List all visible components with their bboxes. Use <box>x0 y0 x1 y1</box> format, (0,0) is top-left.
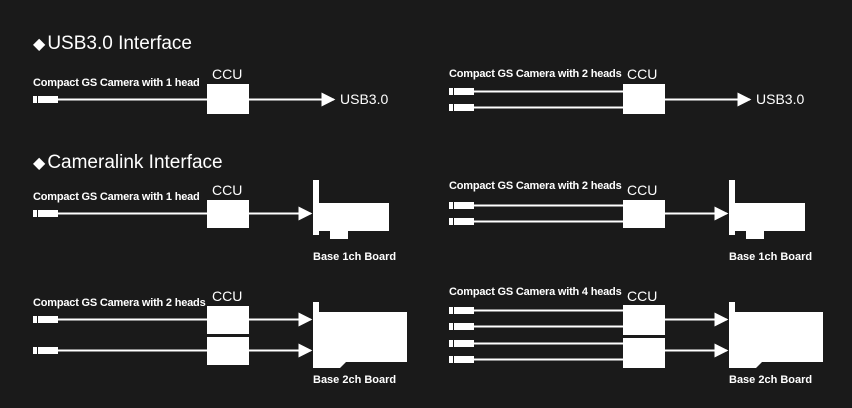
cl-2heads-1ch-ccu-label: CCU <box>627 182 658 198</box>
camera-head-icon <box>449 323 474 330</box>
cl-4heads-board-label: Base 2ch Board <box>729 374 813 386</box>
camera-head-icon <box>449 202 474 209</box>
cl-2heads-1ch-panel <box>449 180 805 239</box>
usb-1head-camera-label: Compact GS Camera with 1 head <box>33 77 200 89</box>
ccu-box <box>623 200 665 228</box>
cl-1head-board-label: Base 1ch Board <box>313 251 397 263</box>
usb-section-title: USB3.0 Interface <box>47 33 193 54</box>
diamond-bullet-icon: ◆ <box>33 155 46 172</box>
usb-1head-panel <box>33 84 336 114</box>
cl-4heads-camera-label: Compact GS Camera with 4 heads <box>449 286 622 298</box>
cl-2heads-1ch-camera-label: Compact GS Camera with 2 heads <box>449 180 622 192</box>
ccu-box <box>623 84 665 114</box>
camera-head-icon <box>33 96 58 103</box>
cl-1head-camera-label: Compact GS Camera with 1 head <box>33 191 200 203</box>
ccu-box <box>623 305 665 335</box>
usb-2heads-ccu-label: CCU <box>627 66 658 82</box>
cl-2heads-1ch-board-label: Base 1ch Board <box>729 251 813 263</box>
cameralink-section-title: Cameralink Interface <box>47 152 223 173</box>
cl-2heads-2ch-camera-label: Compact GS Camera with 2 heads <box>33 297 206 309</box>
ccu-box <box>207 306 249 334</box>
cl-2heads-2ch-panel <box>33 302 407 368</box>
camera-head-icon <box>449 340 474 347</box>
camera-head-icon <box>33 347 58 354</box>
usb-1head-output-label: USB3.0 <box>340 91 389 107</box>
cl-1head-ccu-label: CCU <box>212 182 243 198</box>
cl-4heads-panel <box>449 302 823 368</box>
capture-board-icon <box>313 302 407 368</box>
cameralink-section-heading: ◆Cameralink Interface <box>33 152 223 174</box>
usb-2heads-panel <box>449 84 752 114</box>
cl-2heads-2ch-ccu-label: CCU <box>212 288 243 304</box>
usb-1head-ccu-label: CCU <box>212 66 243 82</box>
cl-4heads-ccu-label: CCU <box>627 288 658 304</box>
camera-head-icon <box>449 356 474 363</box>
usb-section-heading: ◆USB3.0 Interface <box>33 33 192 55</box>
capture-board-icon <box>729 302 823 368</box>
ccu-box <box>207 200 249 228</box>
camera-head-icon <box>449 88 474 95</box>
usb-2heads-output-label: USB3.0 <box>756 91 805 107</box>
camera-head-icon <box>449 307 474 314</box>
capture-board-icon <box>729 180 805 239</box>
ccu-box <box>207 337 249 365</box>
camera-head-icon <box>33 316 58 323</box>
cl-1head-panel <box>33 180 389 239</box>
capture-board-icon <box>313 180 389 239</box>
ccu-box <box>207 84 249 114</box>
camera-head-icon <box>449 218 474 225</box>
camera-head-icon <box>33 210 58 217</box>
usb-2heads-camera-label: Compact GS Camera with 2 heads <box>449 68 622 80</box>
camera-head-icon <box>449 104 474 111</box>
ccu-box <box>623 338 665 368</box>
cl-2heads-2ch-board-label: Base 2ch Board <box>313 374 397 386</box>
diamond-bullet-icon: ◆ <box>33 36 46 53</box>
